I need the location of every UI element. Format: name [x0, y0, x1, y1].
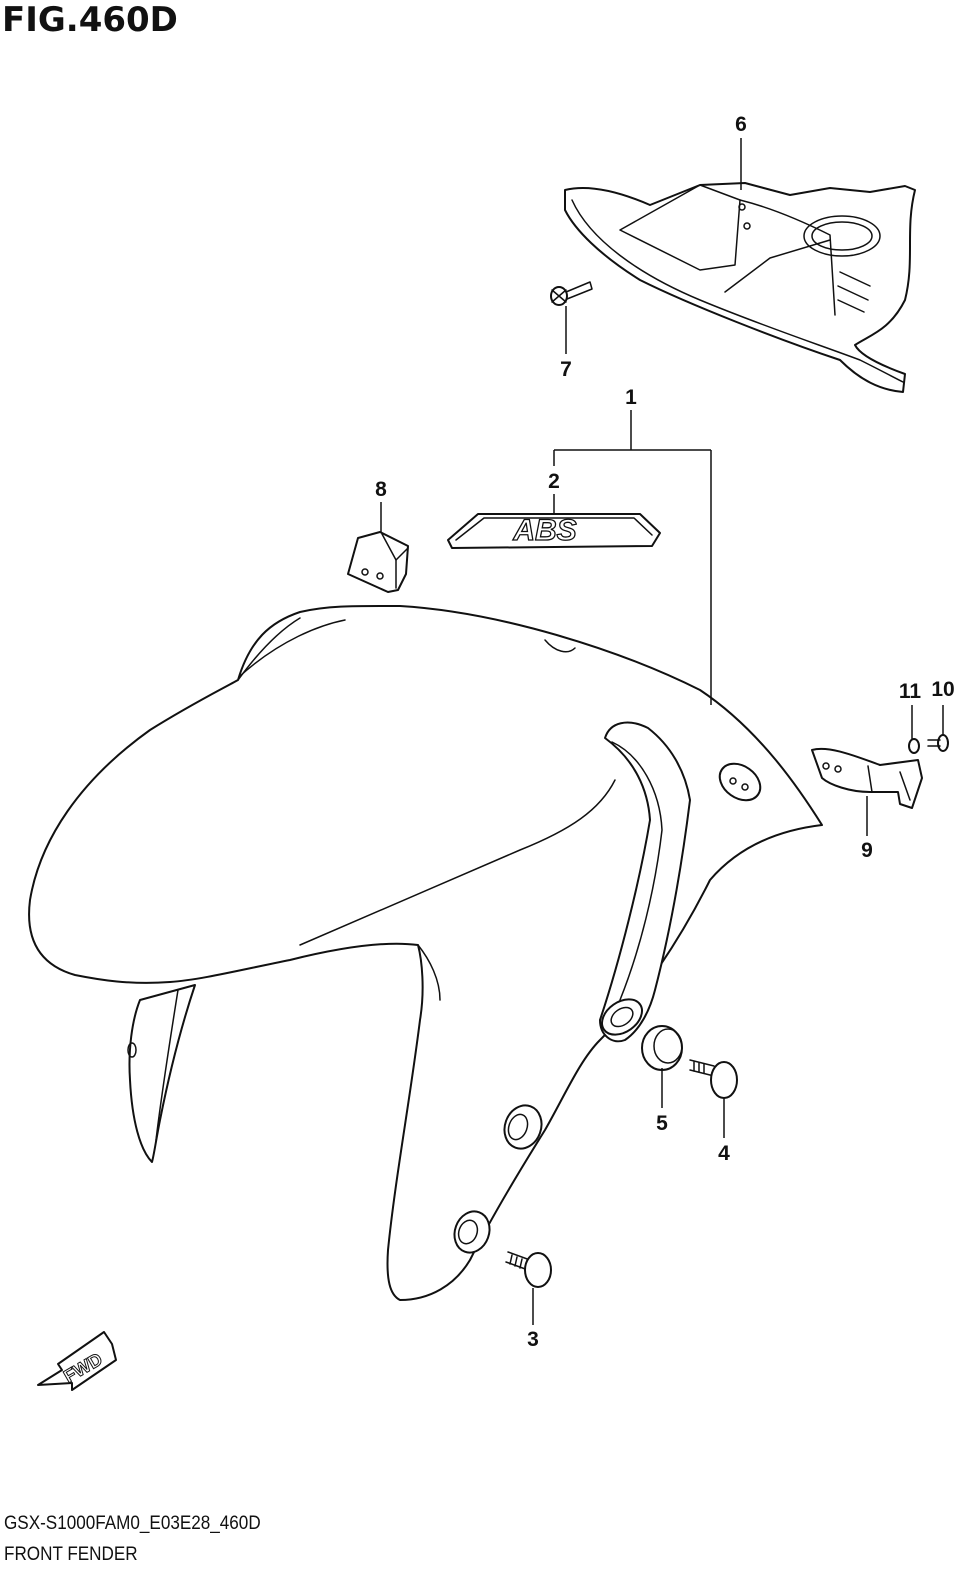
- callout-10: 10: [931, 678, 954, 701]
- part-5-grommet[interactable]: [641, 1025, 683, 1071]
- part-9-bracket[interactable]: [811, 747, 923, 809]
- callout-7: 7: [560, 358, 572, 381]
- callout-6: 6: [735, 113, 747, 136]
- leader-lines: [380, 138, 944, 1325]
- abs-decal-text: ABS: [512, 514, 576, 547]
- part-7-screw[interactable]: [550, 281, 593, 306]
- model-code: GSX-S1000FAM0_E03E28_460D: [4, 1513, 261, 1534]
- callout-8: 8: [375, 478, 387, 501]
- forward-arrow-icon: FWD: [37, 1331, 117, 1391]
- callout-9: 9: [861, 839, 873, 862]
- section-name: FRONT FENDER: [4, 1544, 138, 1565]
- part-10-screw[interactable]: [927, 734, 949, 752]
- part-6-inner-cover[interactable]: [564, 182, 916, 393]
- callout-2: 2: [548, 470, 560, 493]
- callout-labels: 6 7 1 2 8 11 10 9 5 4 3: [375, 113, 955, 1351]
- part-1-front-fender[interactable]: [28, 604, 823, 1301]
- part-3-bolt[interactable]: [505, 1251, 552, 1288]
- callout-5: 5: [656, 1112, 668, 1135]
- figure-title: FIG.460D: [2, 0, 178, 40]
- callout-3: 3: [527, 1328, 539, 1351]
- part-2-abs-decal[interactable]: ABS: [447, 513, 661, 549]
- callout-4: 4: [718, 1142, 730, 1165]
- callout-11: 11: [899, 680, 922, 703]
- part-8-clip-bracket[interactable]: [347, 531, 409, 593]
- part-4-bolt[interactable]: [689, 1059, 738, 1099]
- part-11-washer[interactable]: [908, 738, 920, 754]
- callout-1: 1: [625, 386, 637, 409]
